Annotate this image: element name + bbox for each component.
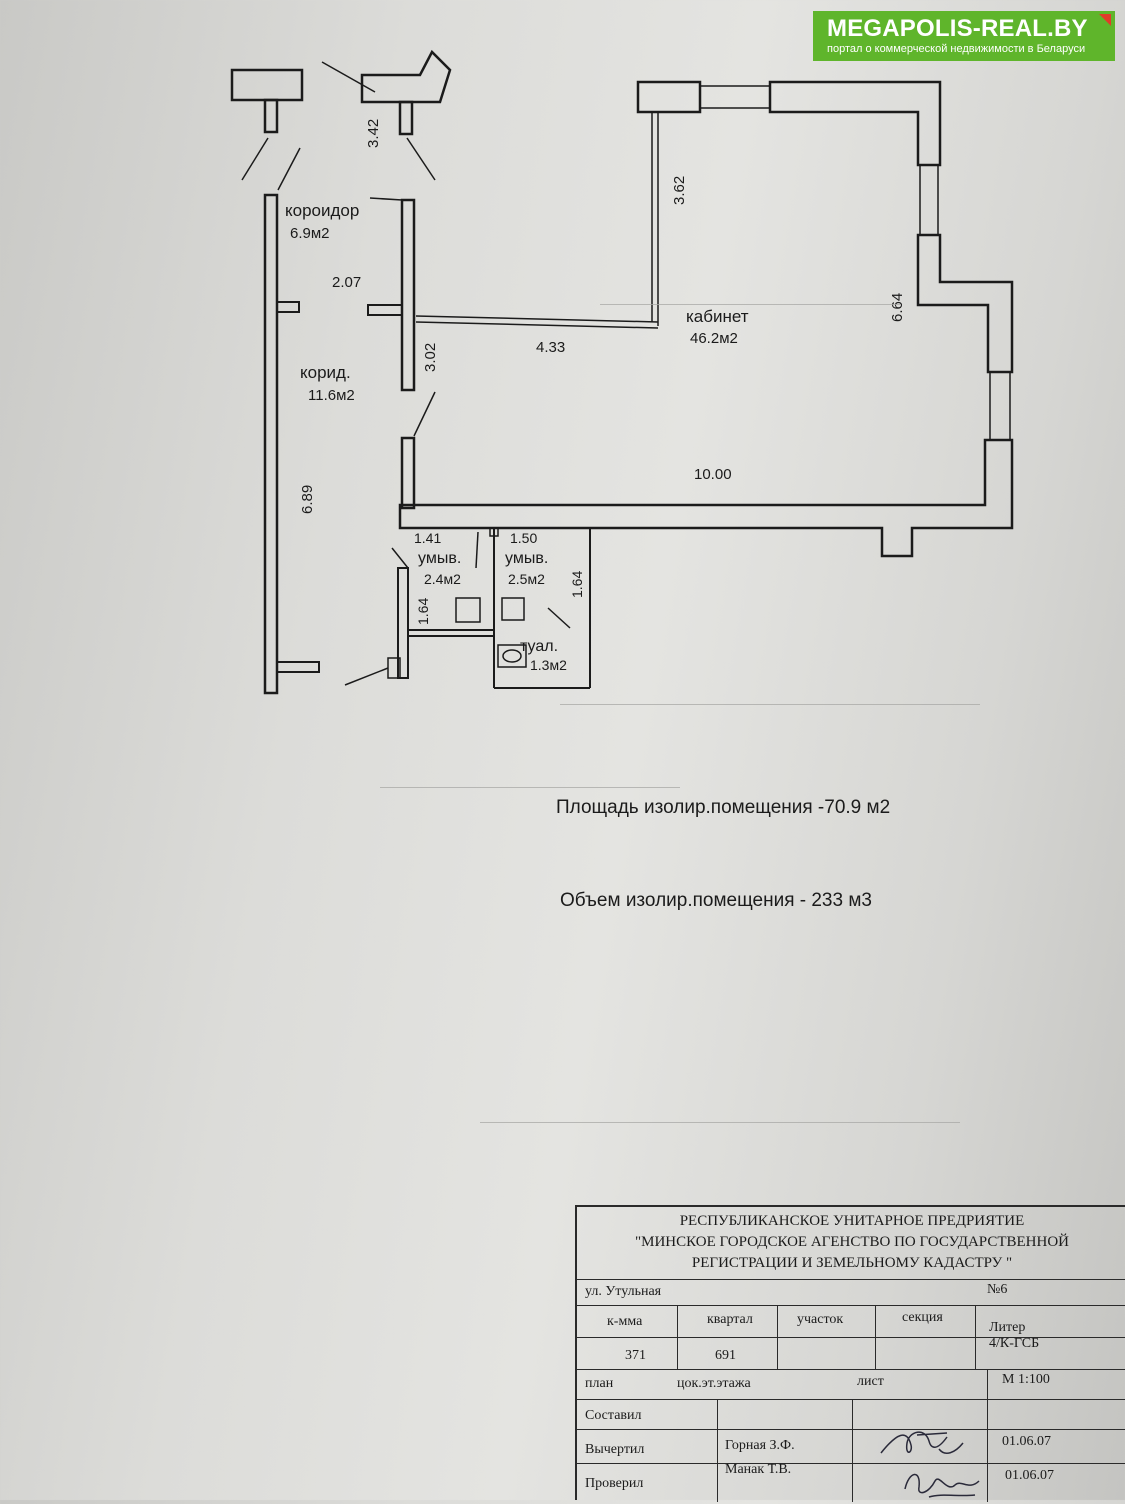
- dim-1-64-right: 1.64: [569, 571, 585, 598]
- room-area-office: 46.2м2: [690, 330, 738, 347]
- stamp-divider: [975, 1305, 976, 1369]
- stamp-divider: [987, 1369, 988, 1502]
- liter-label: Литер: [989, 1320, 1026, 1335]
- dim-2-07: 2.07: [332, 274, 361, 291]
- org-line-2: "МИНСКОЕ ГОРОДСКОЕ АГЕНСТВО ПО ГОСУДАРСТ…: [634, 1234, 1069, 1250]
- signature-drawn: [880, 1431, 964, 1454]
- room-name-washroom-2: умыв.: [505, 550, 548, 567]
- room-area-washroom-1: 2.4м2: [424, 571, 461, 587]
- drawn-date: 01.06.07: [1002, 1434, 1051, 1449]
- checked-label: Проверил: [585, 1476, 644, 1491]
- stamp-row-headers: к-мма квартал участок секция Литер: [577, 1305, 1125, 1338]
- stamp-divider: [875, 1305, 876, 1369]
- stamp-divider: [777, 1305, 778, 1369]
- drawn-name: Горная З.Ф.: [725, 1438, 795, 1453]
- dim-1-41: 1.41: [414, 530, 441, 546]
- stamp-divider: [717, 1399, 718, 1502]
- volume-summary: Объем изолир.помещения - 233 м3: [560, 890, 872, 911]
- liter-value: 4/К-ГСБ: [989, 1336, 1040, 1351]
- watermark-title: MEGAPOLIS-REAL.BY: [827, 15, 1088, 42]
- uchastok-label: участок: [797, 1312, 844, 1327]
- stamp-row-composed: Составил: [577, 1399, 1125, 1430]
- stamp-row-street: ул. Утульная №6: [577, 1279, 1125, 1306]
- room-name-washroom-1: умыв.: [418, 550, 461, 567]
- room-area-toilet: 1.3м2: [530, 657, 567, 673]
- dim-1-64-left: 1.64: [415, 598, 431, 625]
- kmma-label: к-мма: [607, 1314, 643, 1329]
- dim-6-89: 6.89: [299, 485, 316, 514]
- flag-icon: [1099, 14, 1111, 26]
- stamp-divider: [677, 1305, 678, 1369]
- room-name-corridor-2: корид.: [300, 363, 351, 382]
- drawn-label: Вычертил: [585, 1442, 645, 1457]
- street-label: ул. Утульная: [585, 1284, 662, 1299]
- bleed-through-texture: [560, 690, 980, 705]
- bleed-through-texture: [380, 775, 680, 788]
- dim-6-64: 6.64: [889, 293, 906, 322]
- room-area-washroom-2: 2.5м2: [508, 571, 545, 587]
- bleed-through-texture: [480, 1110, 960, 1123]
- room-name-corridor-1: короидор: [285, 201, 359, 220]
- stamp-divider: [852, 1399, 853, 1502]
- room-area-corridor-1: 6.9м2: [290, 225, 330, 242]
- signature-checked: [904, 1473, 980, 1498]
- kmma-value: 371: [625, 1348, 646, 1363]
- area-summary: Площадь изолир.помещения -70.9 м2: [556, 797, 891, 818]
- dim-10-00: 10.00: [694, 466, 732, 483]
- watermark-subtitle: портал о коммерческой недвижимости в Бел…: [827, 43, 1086, 55]
- org-line-1: РЕСПУБЛИКАНСКОЕ УНИТАРНОЕ ПРЕДРИЯТИЕ: [679, 1213, 1025, 1229]
- checked-name: Манак Т.В.: [725, 1462, 792, 1477]
- scale-label: М 1:100: [1002, 1372, 1050, 1387]
- floor-label: цок.эт.этажа: [677, 1376, 751, 1391]
- dim-4-33: 4.33: [536, 339, 565, 356]
- watermark-badge: MEGAPOLIS-REAL.BY портал о коммерческой …: [813, 11, 1115, 61]
- org-line-3: РЕГИСТРАЦИИ И ЗЕМЕЛЬНОМУ КАДАСТРУ ": [691, 1255, 1013, 1271]
- dim-1-50: 1.50: [510, 530, 537, 546]
- composed-label: Составил: [585, 1408, 642, 1423]
- plan-label: план: [585, 1376, 614, 1391]
- stamp-row-plan: план цок.эт.этажа лист М 1:100: [577, 1369, 1125, 1400]
- kvartal-value: 691: [715, 1348, 736, 1363]
- organization-header: РЕСПУБЛИКАНСКОЕ УНИТАРНОЕ ПРЕДРИЯТИЕ "МИ…: [577, 1207, 1125, 1279]
- bleed-through-texture: [600, 290, 900, 305]
- sekciya-label: секция: [902, 1310, 943, 1325]
- plan-walls: [230, 49, 1014, 695]
- room-area-corridor-2: 11.6м2: [308, 387, 355, 404]
- sheet-label: лист: [857, 1374, 884, 1389]
- stamp-row-drawn: Вычертил Горная З.Ф. 01.06.07: [577, 1429, 1125, 1464]
- checked-date: 01.06.07: [1005, 1468, 1054, 1483]
- house-number: №6: [987, 1282, 1008, 1297]
- stamp-row-checked: Проверил Манак Т.В. 01.06.07: [577, 1462, 1125, 1504]
- kvartal-label: квартал: [707, 1312, 753, 1327]
- stamp-row-values: 371 691 4/К-ГСБ: [577, 1336, 1125, 1370]
- room-name-toilet: туал.: [520, 638, 558, 655]
- dim-3-42: 3.42: [365, 119, 382, 148]
- room-name-office: кабинет: [686, 307, 749, 326]
- dim-3-02: 3.02: [422, 343, 439, 372]
- dim-3-62: 3.62: [671, 176, 688, 205]
- title-block: РЕСПУБЛИКАНСКОЕ УНИТАРНОЕ ПРЕДРИЯТИЕ "МИ…: [575, 1205, 1125, 1502]
